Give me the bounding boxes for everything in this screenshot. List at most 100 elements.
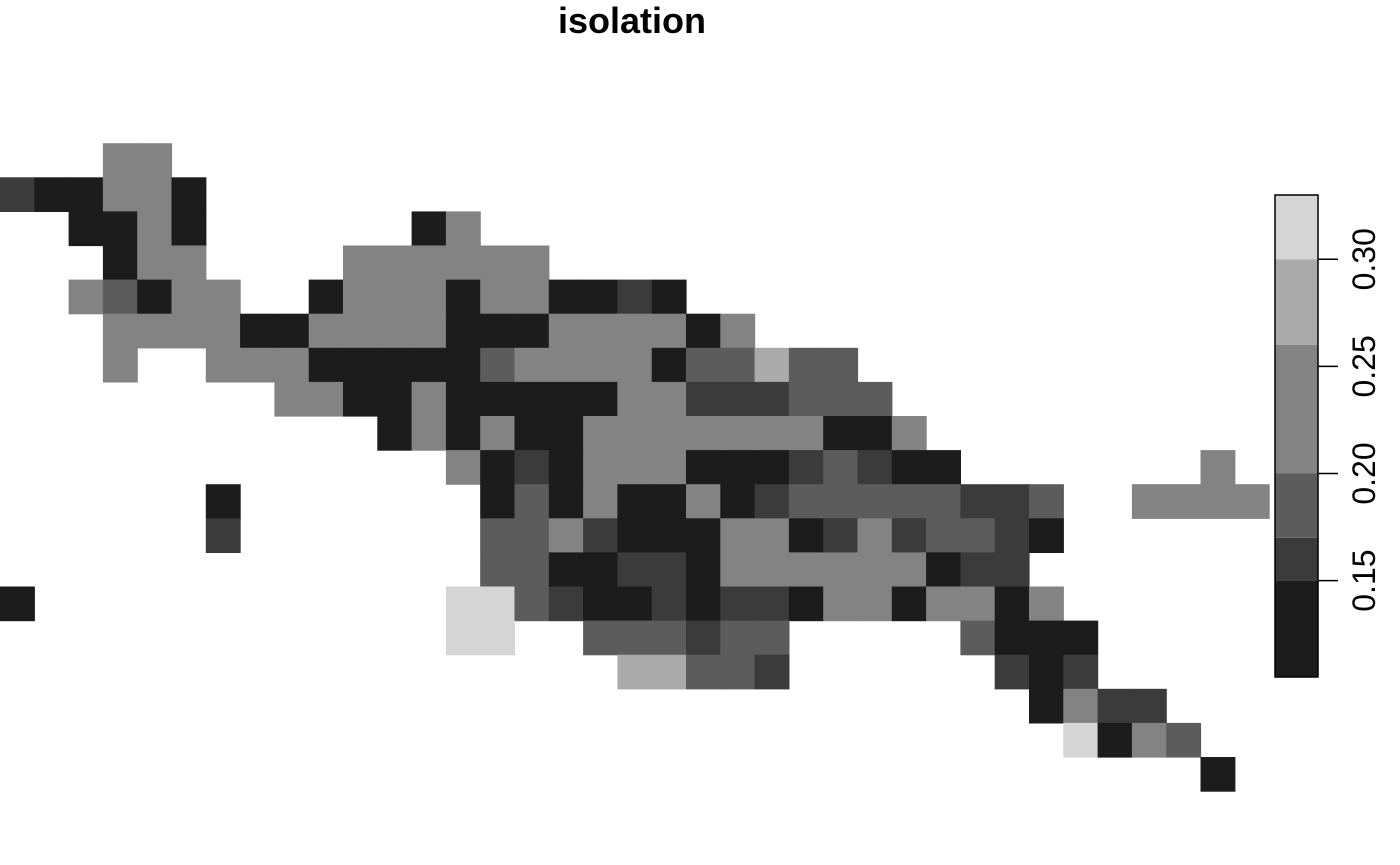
raster-cell (617, 518, 653, 553)
raster-cell (960, 518, 996, 553)
raster-cell (480, 381, 516, 417)
raster-cell (823, 552, 859, 588)
raster-cell (308, 313, 344, 349)
raster-cell (788, 450, 824, 485)
raster-cell (548, 313, 584, 349)
raster-cell (137, 313, 173, 349)
raster-cell (1131, 484, 1167, 519)
raster-cell (411, 347, 447, 383)
raster-cell (754, 484, 790, 519)
raster-cell (137, 211, 173, 247)
raster-cell (445, 211, 481, 247)
raster-cell (823, 450, 859, 485)
raster-cell (480, 313, 516, 349)
raster-cell (548, 518, 584, 553)
raster-cell (857, 552, 893, 588)
raster-cell (171, 211, 207, 247)
raster-cell (583, 484, 618, 519)
raster-cell (514, 450, 550, 485)
raster-cell (240, 347, 275, 383)
raster-cell (617, 586, 653, 622)
raster-cell (102, 279, 138, 315)
raster-cell (651, 450, 687, 485)
raster-cell (171, 313, 207, 349)
raster-cell (1029, 688, 1064, 724)
raster-cell (1234, 484, 1270, 519)
raster-cell (1029, 620, 1064, 656)
raster-cell (514, 518, 550, 553)
raster-cell (205, 279, 241, 315)
raster-cell (960, 620, 996, 656)
raster-cell (960, 484, 996, 519)
raster-cell (308, 347, 344, 383)
raster-cell (274, 347, 310, 383)
raster-cell (445, 313, 481, 349)
raster-cell (686, 484, 721, 519)
raster-cell (891, 416, 927, 451)
raster-cell (343, 347, 378, 383)
raster-cell (857, 416, 893, 451)
raster-cell (1200, 757, 1236, 792)
raster-cell (480, 347, 516, 383)
raster-cell (137, 279, 173, 315)
raster-cell (651, 484, 687, 519)
raster-cell (617, 552, 653, 588)
raster-cell (686, 552, 721, 588)
raster-cell (1029, 484, 1064, 519)
raster-cell (651, 347, 687, 383)
raster-cell (926, 484, 961, 519)
raster-cell (343, 313, 378, 349)
raster-cell (994, 620, 1030, 656)
raster-cell (514, 313, 550, 349)
raster-cell (1200, 450, 1236, 485)
raster-cell (686, 586, 721, 622)
raster-cell (548, 586, 584, 622)
raster-cell (1200, 484, 1236, 519)
raster-cell (1097, 722, 1133, 758)
raster-cell (1063, 620, 1099, 656)
raster-cell (686, 381, 721, 417)
raster-cell (788, 552, 824, 588)
raster-cell (411, 313, 447, 349)
legend-frame (1274, 194, 1319, 678)
raster-cell (102, 347, 138, 383)
raster-cell (788, 416, 824, 451)
chart-title: isolation (557, 0, 706, 41)
raster-cell (583, 518, 618, 553)
raster-cell (617, 381, 653, 417)
raster-cell (1166, 484, 1202, 519)
raster-cell (686, 416, 721, 451)
raster-cell (617, 347, 653, 383)
raster-cell (617, 654, 653, 690)
raster-cell (411, 245, 447, 281)
raster-cell (720, 552, 756, 588)
raster-cell (514, 586, 550, 622)
raster-cell (68, 279, 104, 315)
raster-cell (411, 211, 447, 247)
raster-cell (445, 586, 481, 622)
legend-swatch (1275, 259, 1318, 345)
raster-cell (788, 347, 824, 383)
raster-cell (926, 450, 961, 485)
raster-cell (754, 416, 790, 451)
raster-cell (583, 552, 618, 588)
raster-cell (891, 484, 927, 519)
raster-cell (686, 620, 721, 656)
raster-cell (720, 484, 756, 519)
raster-cell (926, 518, 961, 553)
raster-cell (480, 552, 516, 588)
raster-cell (514, 279, 550, 315)
raster-cell (102, 177, 138, 212)
raster-cell (377, 279, 413, 315)
raster-cell (754, 586, 790, 622)
raster-cell (102, 211, 138, 247)
raster-cell (926, 552, 961, 588)
raster-cell (960, 552, 996, 588)
raster-cell (1029, 586, 1064, 622)
raster-cell (651, 654, 687, 690)
raster-cell (651, 586, 687, 622)
raster-cell (720, 416, 756, 451)
raster-cell (1097, 688, 1133, 724)
raster-cell (686, 347, 721, 383)
raster-cell (102, 313, 138, 349)
